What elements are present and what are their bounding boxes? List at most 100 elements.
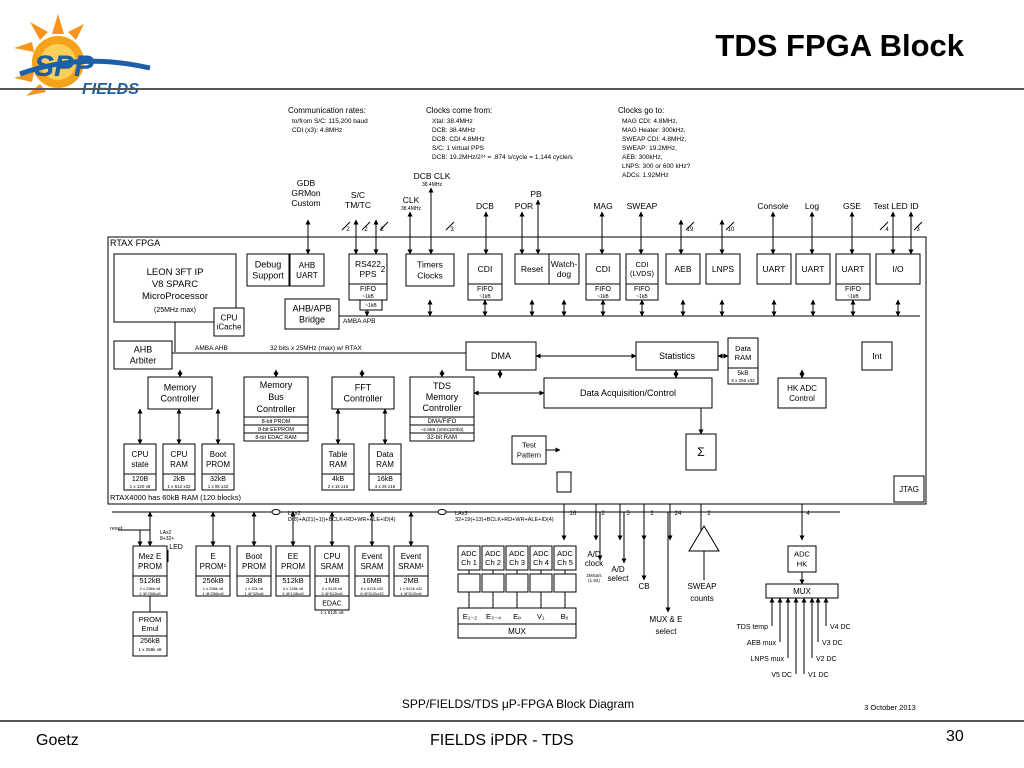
mem-bus-sub-label: 8-bit EEPROM <box>258 427 294 433</box>
ram-org: 1 x 8k x32 <box>208 484 229 489</box>
ad-select-label: select <box>608 574 630 583</box>
chip-size: 256kB <box>202 576 223 585</box>
connector <box>361 221 371 231</box>
clocks-from-line: DCB: CDI 4.8MHz <box>432 136 485 143</box>
bus-node <box>271 509 281 515</box>
clocks-to-line: AEB: 300kHz, <box>622 154 663 161</box>
memory-bus-controller-block <box>243 376 309 418</box>
clocks-to-line: SWEAP: 19.2MHz, <box>622 145 677 152</box>
ram-block <box>162 443 196 475</box>
tds-mem-sub-label: 32-bit RAM <box>427 435 457 441</box>
statistics-block <box>635 341 719 371</box>
adc-block <box>553 545 577 571</box>
chip-org: 2 x 256k x8 <box>140 586 161 591</box>
adc-block <box>481 545 505 571</box>
adc-block-label: Ch 2 <box>485 558 501 567</box>
ram-size: 16kB <box>377 476 393 483</box>
chip-size: 512kB <box>139 576 160 585</box>
rtax-note: RTAX4000 has 60kB RAM (120 blocks) <box>110 493 242 502</box>
fifo-label: FIFO <box>634 286 650 293</box>
bus-count: 24 <box>675 511 682 517</box>
ahb-arbiter-block <box>113 340 173 370</box>
clocks-to-line: LNPS: 300 or 600 kHz? <box>622 163 691 170</box>
svg-text:SPP: SPP <box>34 50 95 83</box>
clocks-from-line: S/C: 1 virtual PPS <box>432 145 485 152</box>
clocks-from-title: Clocks come from: <box>426 106 492 115</box>
gdb-label: GDB <box>297 178 316 188</box>
bus-count: 4 <box>806 511 810 517</box>
diagram-caption: SPP/FIELDS/TDS μP-FPGA Block Diagram <box>402 697 634 711</box>
clocks-from-line: DCB: 38.4MHz <box>432 127 475 134</box>
pulse-block <box>556 471 572 493</box>
filter-block <box>529 573 553 593</box>
cpu-icache-block <box>213 307 245 337</box>
timers-clocks-block-label: Timers <box>417 259 443 269</box>
chip-org: 8 x 512k x32 <box>361 586 384 591</box>
edac-block-label: EDAC <box>322 600 341 607</box>
hk-input-label: V3 DC <box>822 640 843 647</box>
memory-chip-block-label: EE <box>288 552 299 561</box>
prom-emul-size-label: 256kB <box>140 638 160 645</box>
sweap-counts-label: counts <box>690 594 714 603</box>
chip-org: 1 x 256k x8 <box>203 586 224 591</box>
memory-chip-block-label: Event <box>362 552 383 561</box>
sweap-counts-label: SWEAP <box>688 582 717 591</box>
tds-memory-controller-block-label: Controller <box>422 403 461 413</box>
clocks-to-title: Clocks go to: <box>618 106 664 115</box>
tds-mem-sub-label: ~2.5kB (200x100bit) <box>420 427 463 433</box>
chip-org: 2 /8*256kx8 <box>139 591 161 596</box>
chip-org: 3 /8*512kx8 <box>321 591 343 596</box>
memory-chip-block-label: SRAM¹ <box>398 562 424 571</box>
memory-chip-size <box>354 575 390 597</box>
reset-block-label: Reset <box>521 264 544 274</box>
ram-size-block <box>368 473 402 491</box>
clk-label: CLK <box>403 195 420 205</box>
cdi-block-1-label: CDI <box>478 264 493 274</box>
ram-block-label: Boot <box>210 450 227 459</box>
memory-chip-block <box>236 545 272 577</box>
data-ram-top-size <box>727 367 759 385</box>
memory-chip-block <box>132 545 168 577</box>
data-acquisition-control-block-label: Data Acquisition/Control <box>580 388 676 398</box>
memory-chip-block-label: SRAM <box>320 562 343 571</box>
rs422-pps-block-label: PPS <box>359 269 376 279</box>
clocks-to-line: SWEAP CDI: 4.8MHz, <box>622 136 686 143</box>
comm-rates-title: Communication rates: <box>288 106 366 115</box>
hk-mux-block <box>765 583 839 599</box>
fpga-outline <box>107 236 927 505</box>
chip-size: 16MB <box>362 576 382 585</box>
memory-bus-controller-block-label: Memory <box>260 380 293 390</box>
clocks-to-line: ADCs: 1.92MHz <box>622 172 669 179</box>
ad-clock-label: A/D <box>587 550 601 559</box>
ahb-apb-bridge-block <box>284 298 340 330</box>
chip-size: 1MB <box>324 576 339 585</box>
memory-chip-size <box>236 575 272 597</box>
chip-org: 1 /8*256kx8 <box>202 591 224 596</box>
bus-a-label: LAx2 <box>288 511 301 517</box>
cdi-lvds-block-label: (LVDS) <box>630 269 655 278</box>
chip-org: 1 /8*32kx8 <box>245 591 265 596</box>
ram-size: 2kB <box>173 476 185 483</box>
memory-chip-block-label: CPU <box>324 552 341 561</box>
memory-controller-block-label: Memory <box>164 383 197 393</box>
adc-block <box>529 545 553 571</box>
debug-support-block <box>246 253 290 287</box>
slide-title: TDS FPGA Block <box>715 28 964 63</box>
mag-label: MAG <box>593 201 612 211</box>
prom-emul-block <box>132 611 168 637</box>
memory-chip-block-label: PROM <box>242 562 266 571</box>
comm-rates-line: CDI (x3): 4.8MHz <box>292 127 342 134</box>
prom-emul-size <box>132 635 168 657</box>
ahb-apb-bridge-block-label: Bridge <box>299 315 325 325</box>
chip-org: 4 /8*128kx8 <box>282 591 304 596</box>
watchdog-block-label: dog <box>557 269 571 279</box>
tds-memory-controller-block-label: Memory <box>426 392 459 402</box>
fifo-label: FIFO <box>477 286 493 293</box>
buffer-triangle <box>688 525 720 552</box>
fifo-size: ~1kB <box>365 303 377 309</box>
chip-org: 8 /8*512kx32 <box>360 591 384 596</box>
bus-count: 10 <box>728 227 735 233</box>
adc-block <box>505 545 529 571</box>
timers-clocks-block-label: Clocks <box>417 270 443 280</box>
jtag-block <box>893 475 925 503</box>
